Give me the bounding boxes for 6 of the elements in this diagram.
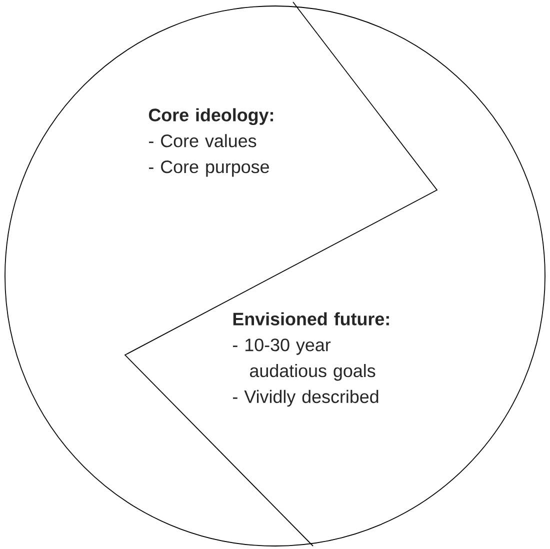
heading: Envisioned future: xyxy=(233,312,389,326)
list-item: - 10-30 year audatious goals xyxy=(233,338,376,381)
list-item: - Vividly described xyxy=(233,390,378,407)
heading: Core ideology: xyxy=(148,108,274,125)
list-item: - Core values xyxy=(149,134,256,148)
list-item: - Core purpose xyxy=(149,160,269,177)
